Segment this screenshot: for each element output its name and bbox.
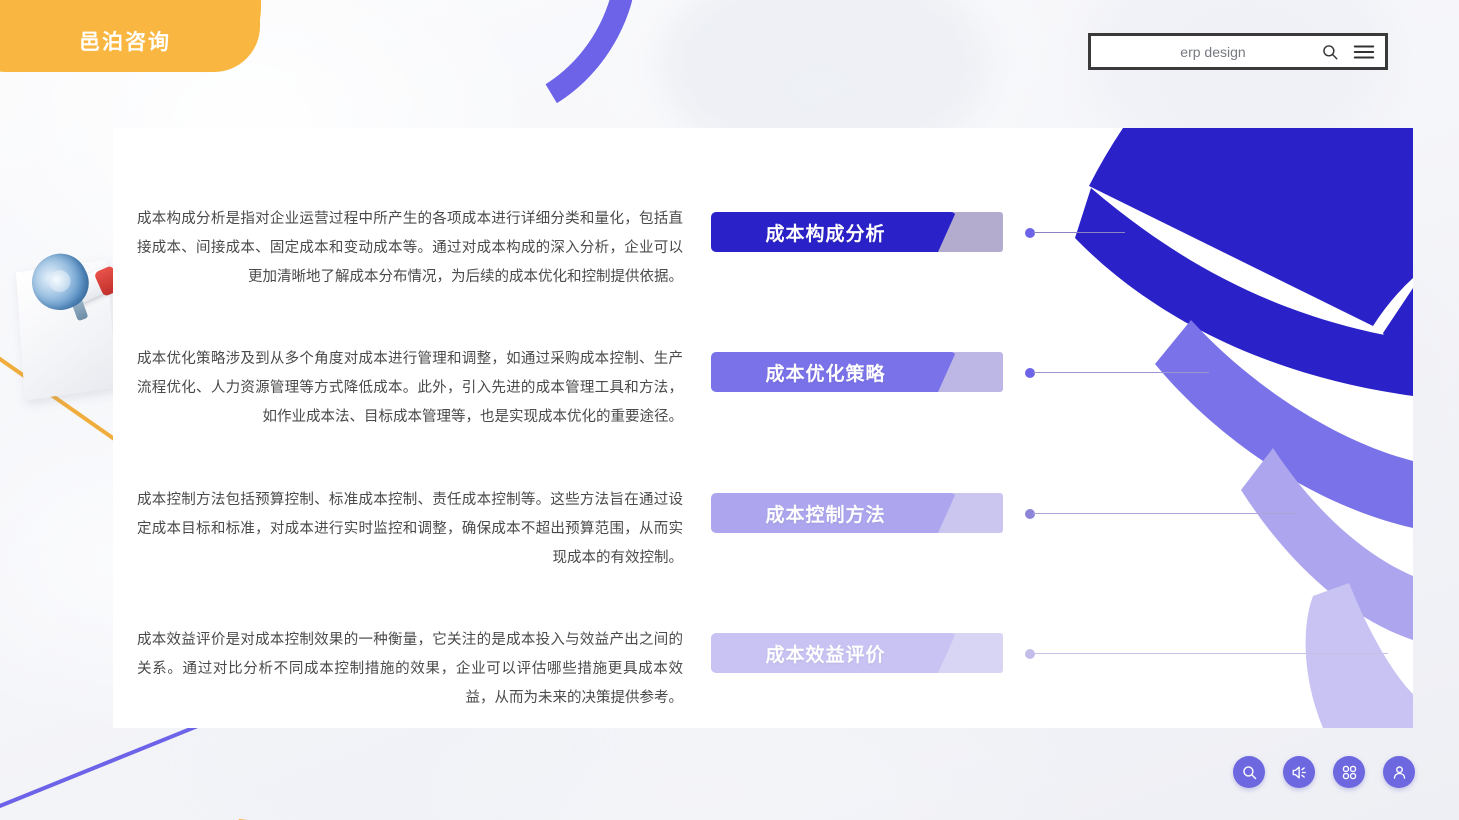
row-connector — [1025, 228, 1135, 238]
megaphone-body — [65, 265, 117, 307]
row-paragraph: 成本控制方法包括预算控制、标准成本控制、责任成本控制等。这些方法旨在通过设定成本… — [137, 492, 683, 566]
logo-badge[interactable]: 邑泊咨询 — [0, 0, 261, 72]
row-tag[interactable]: 成本优化策略 — [711, 352, 1003, 392]
row-tag[interactable]: 成本控制方法 — [711, 493, 1003, 533]
search-icon[interactable] — [1313, 36, 1347, 67]
connector-line — [1033, 513, 1298, 515]
connector-line — [1033, 372, 1209, 374]
tag-front-plate[interactable]: 成本效益评价 — [711, 633, 956, 673]
hamburger-menu-icon[interactable] — [1347, 36, 1381, 67]
orange-diagonal-line — [0, 336, 119, 443]
tag-label: 成本构成分析 — [765, 222, 886, 245]
megaphone-horn — [22, 244, 98, 320]
speaker-icon[interactable] — [1283, 756, 1315, 788]
tag-front-plate[interactable]: 成本构成分析 — [711, 212, 956, 252]
row-connector — [1025, 368, 1215, 378]
rows-container: 成本构成分析是指对企业运营过程中所产生的各项成本进行详细分类和量化，包括直接成本… — [113, 128, 1413, 728]
tag-label: 成本控制方法 — [765, 503, 886, 526]
row-paragraph: 成本效益评价是对成本控制效果的一种衡量，它关注的是成本投入与效益产出之间的关系。… — [137, 632, 683, 706]
grid-apps-icon[interactable] — [1333, 756, 1365, 788]
tag-front-plate[interactable]: 成本控制方法 — [711, 493, 956, 533]
row-paragraph: 成本构成分析是指对企业运营过程中所产生的各项成本进行详细分类和量化，包括直接成本… — [137, 211, 683, 285]
megaphone-paper — [15, 259, 117, 401]
search-bar[interactable] — [1088, 33, 1388, 70]
row-connector — [1025, 649, 1395, 659]
search-icon[interactable] — [1233, 756, 1265, 788]
bottom-dock — [1233, 756, 1415, 788]
tag-label: 成本效益评价 — [765, 643, 886, 666]
connector-line — [1033, 232, 1125, 234]
megaphone-grip — [70, 296, 89, 322]
search-input[interactable] — [1091, 43, 1313, 60]
row-connector — [1025, 509, 1305, 519]
connector-line — [1033, 653, 1388, 655]
row-tag[interactable]: 成本构成分析 — [711, 212, 1003, 252]
row-paragraph: 成本优化策略涉及到从多个角度对成本进行管理和调整，如通过采购成本控制、生产流程优… — [137, 351, 683, 425]
tag-label: 成本优化策略 — [765, 362, 886, 385]
row-tag[interactable]: 成本效益评价 — [711, 633, 1003, 673]
tag-front-plate[interactable]: 成本优化策略 — [711, 352, 956, 392]
logo-text: 邑泊咨询 — [79, 30, 171, 54]
user-profile-icon[interactable] — [1383, 756, 1415, 788]
